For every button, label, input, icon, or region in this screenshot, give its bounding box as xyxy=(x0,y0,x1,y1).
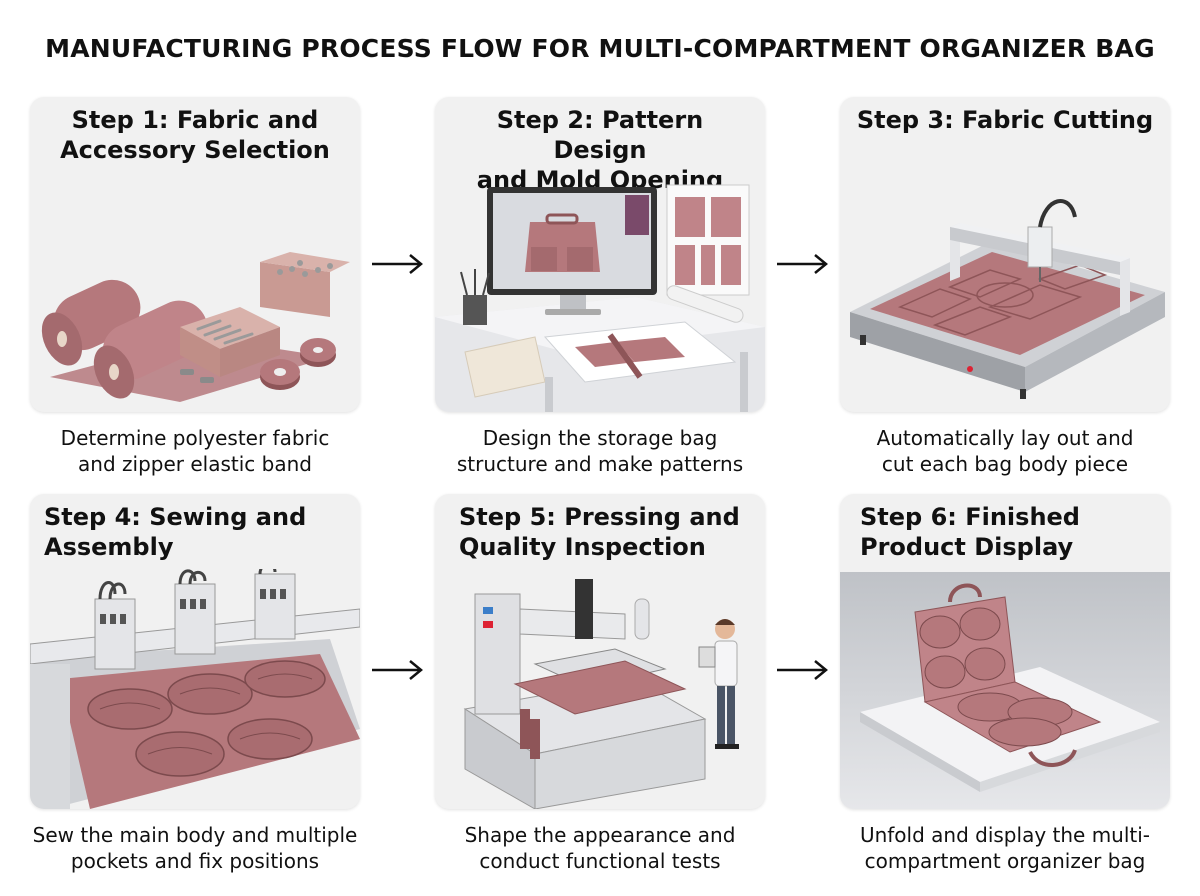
step-6-title: Step 6: Finished Product Display xyxy=(840,502,1170,562)
step-6-caption: Unfold and display the multi- compartmen… xyxy=(825,822,1185,874)
step-6-title-line-1: Step 6: Finished xyxy=(860,503,1080,531)
step-6-title-line-2: Product Display xyxy=(860,533,1074,561)
step-4-caption: Sew the main body and multiple pockets a… xyxy=(15,822,375,874)
step-6-caption-line-2: compartment organizer bag xyxy=(864,849,1146,873)
arrow-right-icon xyxy=(777,660,828,680)
step-2-title-line-1: Step 2: Pattern Design xyxy=(496,106,704,164)
step-5-title-line-1: Step 5: Pressing and xyxy=(459,503,740,531)
pressing-machine-illustration xyxy=(435,569,765,809)
step-1-title-line-2: Accessory Selection xyxy=(60,136,330,164)
step-3-caption-line-1: Automatically lay out and xyxy=(876,426,1134,450)
step-2-caption-line-1: Design the storage bag xyxy=(482,426,718,450)
step-1-title: Step 1: Fabric and Accessory Selection xyxy=(30,105,360,165)
pattern-design-illustration xyxy=(435,177,765,412)
step-4-title-line-1: Step 4: Sewing and xyxy=(44,503,307,531)
arrow-right-icon xyxy=(372,254,423,274)
step-5-title-line-2: Quality Inspection xyxy=(459,533,706,561)
step-5-caption-line-2: conduct functional tests xyxy=(479,849,721,873)
step-3-title: Step 3: Fabric Cutting xyxy=(840,105,1170,135)
arrow-right-icon xyxy=(777,254,828,274)
page-title: MANUFACTURING PROCESS FLOW FOR MULTI-COM… xyxy=(45,34,1155,63)
step-2-caption-line-2: structure and make patterns xyxy=(456,452,744,476)
step-5-caption-line-1: Shape the appearance and xyxy=(464,823,736,847)
finished-bag-illustration xyxy=(840,572,1170,809)
step-6-card: Step 6: Finished Product Display xyxy=(840,494,1170,809)
cutting-machine-illustration xyxy=(840,167,1170,412)
step-3-caption: Automatically lay out and cut each bag b… xyxy=(825,425,1185,477)
step-1-caption: Determine polyester fabric and zipper el… xyxy=(15,425,375,477)
step-2-caption: Design the storage bag structure and mak… xyxy=(420,425,780,477)
step-5-card: Step 5: Pressing and Quality Inspection xyxy=(435,494,765,809)
step-4-title: Step 4: Sewing and Assembly xyxy=(30,502,360,562)
step-2-card: Step 2: Pattern Design and Mold Opening xyxy=(435,97,765,412)
step-6-caption-line-1: Unfold and display the multi- xyxy=(859,823,1151,847)
step-4-card: Step 4: Sewing and Assembly xyxy=(30,494,360,809)
step-4-caption-line-2: pockets and fix positions xyxy=(70,849,320,873)
step-3-card: Step 3: Fabric Cutting xyxy=(840,97,1170,412)
step-1-title-line-1: Step 1: Fabric and xyxy=(71,106,319,134)
sewing-machine-illustration xyxy=(30,569,360,809)
step-4-caption-line-1: Sew the main body and multiple xyxy=(32,823,358,847)
step-1-caption-line-1: Determine polyester fabric xyxy=(60,426,330,450)
step-3-title-line-1: Step 3: Fabric Cutting xyxy=(856,106,1154,134)
step-1-card: Step 1: Fabric and Accessory Selection xyxy=(30,97,360,412)
step-5-title: Step 5: Pressing and Quality Inspection xyxy=(435,502,765,562)
step-4-title-line-2: Assembly xyxy=(44,533,174,561)
fabric-rolls-illustration xyxy=(30,177,360,412)
step-5-caption: Shape the appearance and conduct functio… xyxy=(420,822,780,874)
step-1-caption-line-2: and zipper elastic band xyxy=(78,452,312,476)
step-3-caption-line-2: cut each bag body piece xyxy=(881,452,1129,476)
arrow-right-icon xyxy=(372,660,423,680)
